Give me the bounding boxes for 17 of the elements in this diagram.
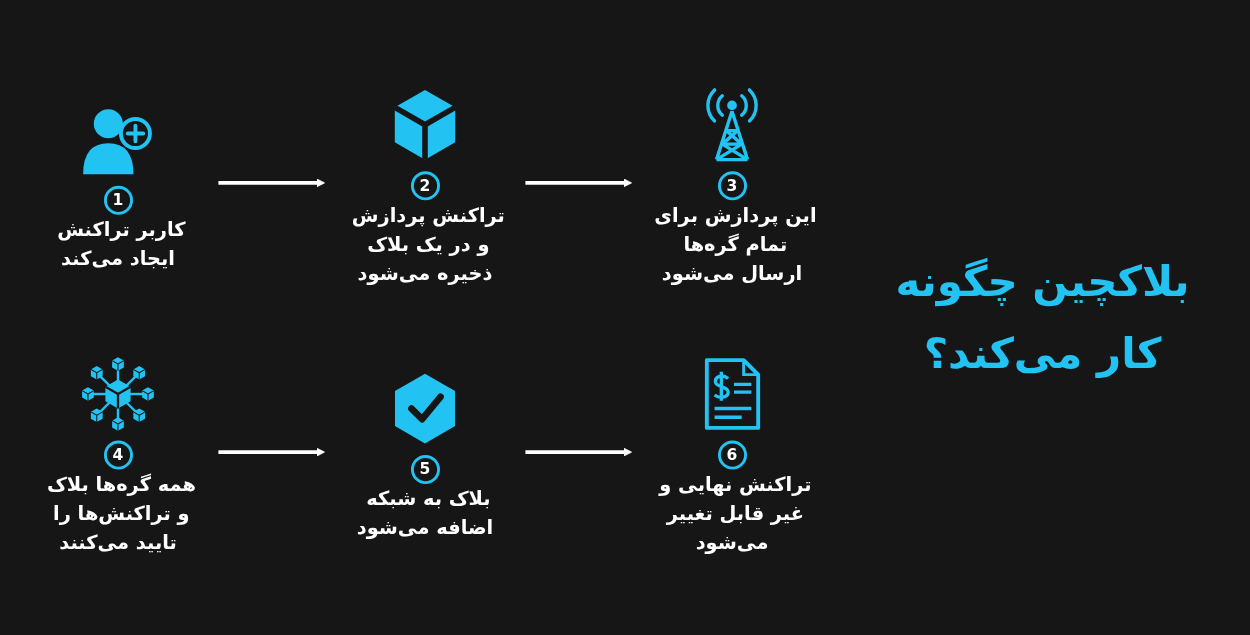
arrow [218, 178, 326, 188]
node-text: تراکنش پردازش و در یک بلاک ذخیره می‌شود [351, 202, 505, 285]
step-number: 5 [410, 454, 440, 484]
step-number: 3 [717, 170, 747, 200]
step-number: 4 [103, 440, 133, 470]
step-number: 1 [103, 185, 133, 215]
arrow [525, 447, 633, 457]
node-text: بلاک به شبکه اضافه می‌شود [356, 486, 494, 539]
step-number: 2 [410, 170, 440, 200]
title: بلاکچین چگونه کار می‌کند؟ [894, 256, 1191, 380]
step-number: 6 [717, 440, 747, 470]
arrow [525, 178, 633, 188]
node-text: تراکنش نهایی و غیر قابل تغییر می‌شود [659, 471, 812, 554]
arrow [218, 447, 326, 457]
node-text: کاربر تراکنش ایجاد می‌کند [57, 217, 186, 270]
node-text: این پردازش برای تمام گره‌ها ارسال می‌شود [654, 202, 817, 285]
node-text: همه گره‌ها بلاک و تراکنش‌ها را تایید می‌کنند [46, 471, 196, 554]
